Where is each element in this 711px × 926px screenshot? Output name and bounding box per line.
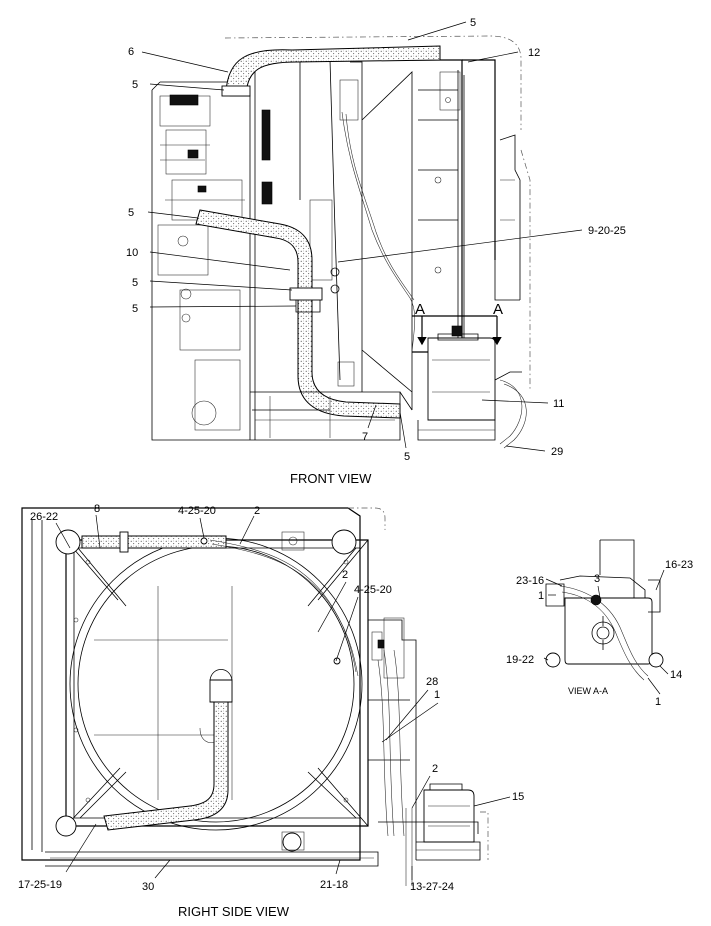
callout-2-lower: 2	[432, 763, 438, 775]
right-side-view-title: RIGHT SIDE VIEW	[178, 904, 290, 919]
front-view-title: FRONT VIEW	[290, 471, 372, 486]
section-mark-right: A	[493, 301, 503, 318]
front-view-callouts: 5 6 5 12 5 9-20-25 10 5 5 11 7 5 29 FRON…	[126, 17, 626, 486]
callout-29: 29	[551, 446, 563, 458]
callout-4-25-20-right: 4-25-20	[354, 584, 392, 596]
right-side-view-leaders	[55, 514, 511, 880]
callout-21-18: 21-18	[320, 879, 348, 891]
callout-26-22: 26-22	[30, 511, 58, 523]
callout-6: 6	[128, 46, 134, 58]
callout-14: 14	[670, 669, 682, 681]
callout-13-27-24: 13-27-24	[410, 881, 454, 893]
section-view-leaders	[543, 569, 669, 695]
callout-5-mid-left: 5	[128, 207, 134, 219]
callout-15: 15	[512, 791, 524, 803]
callout-28: 28	[426, 676, 438, 688]
section-view-callouts: 3 16-23 23-16 1 19-22 14 1 VIEW A-A	[506, 559, 693, 708]
callout-30: 30	[142, 881, 154, 893]
section-mark-left: A	[415, 301, 425, 318]
callout-11: 11	[553, 398, 564, 410]
callout-5-lower-left-a: 5	[132, 277, 138, 289]
callout-7: 7	[362, 431, 368, 443]
callout-5-lower-left-b: 5	[132, 303, 138, 315]
callout-10: 10	[126, 247, 138, 259]
callout-5-bottom: 5	[404, 451, 410, 463]
callout-17-25-19: 17-25-19	[18, 879, 62, 891]
callout-23-16: 23-16	[516, 575, 544, 587]
section-view-title: VIEW A-A	[568, 686, 608, 696]
front-view-drawing: A A	[151, 35, 531, 449]
callout-2-right: 2	[342, 569, 348, 581]
callout-2-top: 2	[254, 505, 260, 517]
callout-8: 8	[94, 503, 100, 515]
callout-9-20-25: 9-20-25	[588, 225, 626, 237]
callout-1: 1	[434, 689, 440, 701]
section-view-drawing	[545, 539, 664, 681]
callout-3: 3	[594, 573, 600, 585]
callout-12: 12	[528, 47, 540, 59]
callout-5-upper-left: 5	[132, 79, 138, 91]
right-side-view-drawing	[21, 507, 489, 886]
callout-4-25-20-top: 4-25-20	[178, 505, 216, 517]
callout-16-23: 16-23	[665, 559, 693, 571]
front-view-leaders	[141, 21, 583, 452]
callout-5-top: 5	[470, 17, 476, 29]
callout-1-left: 1	[538, 590, 544, 602]
callout-1-right: 1	[655, 696, 661, 708]
callout-19-22: 19-22	[506, 654, 534, 666]
right-side-view-callouts: 8 4-25-20 2 26-22 2 4-25-20 28 1 2 15 17…	[18, 503, 524, 919]
